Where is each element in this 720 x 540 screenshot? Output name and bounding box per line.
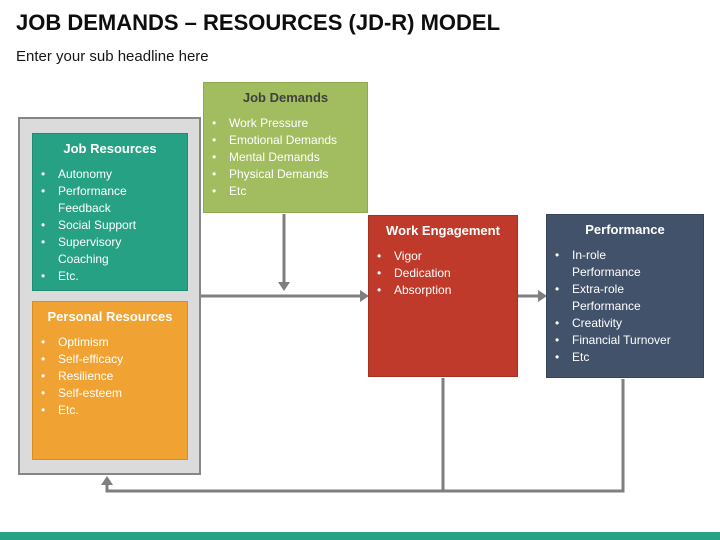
work-engagement-box: Work Engagement Vigor Dedication Absorpt… bbox=[368, 215, 518, 377]
job-resources-title: Job Resources bbox=[63, 141, 157, 156]
list-item: Vigor bbox=[369, 248, 509, 265]
list-item: Creativity bbox=[547, 315, 695, 332]
list-item: Etc. bbox=[33, 268, 179, 285]
list-item: In-role Performance bbox=[547, 247, 695, 281]
arrow-demands-down bbox=[278, 214, 290, 291]
list-item: Performance Feedback bbox=[33, 183, 179, 217]
list-item: Self-esteem bbox=[33, 385, 179, 402]
list-item: Etc. bbox=[33, 402, 179, 419]
list-item: Absorption bbox=[369, 282, 509, 299]
list-item: Resilience bbox=[33, 368, 179, 385]
work-engagement-title: Work Engagement bbox=[386, 223, 500, 238]
job-demands-title: Job Demands bbox=[242, 90, 329, 105]
list-item: Etc bbox=[547, 349, 695, 366]
page-subtitle: Enter your sub headline here bbox=[16, 48, 209, 65]
page-title: JOB DEMANDS – RESOURCES (JD-R) MODEL bbox=[16, 10, 501, 35]
list-item: Supervisory Coaching bbox=[33, 234, 179, 268]
personal-resources-box: Personal Resources Optimism Self-efficac… bbox=[32, 301, 188, 460]
list-item: Dedication bbox=[369, 265, 509, 282]
list-item: Financial Turnover bbox=[547, 332, 695, 349]
job-demands-list: Work Pressure Emotional Demands Mental D… bbox=[204, 115, 367, 200]
list-item: Emotional Demands bbox=[204, 132, 359, 149]
list-item: Social Support bbox=[33, 217, 179, 234]
job-resources-box: Job Resources Autonomy Performance Feedb… bbox=[32, 133, 188, 291]
footer-accent-bar bbox=[0, 532, 720, 540]
list-item: Extra-role Performance bbox=[547, 281, 695, 315]
list-item: Mental Demands bbox=[204, 149, 359, 166]
list-item: Etc bbox=[204, 183, 359, 200]
job-resources-list: Autonomy Performance Feedback Social Sup… bbox=[33, 166, 187, 285]
work-engagement-list: Vigor Dedication Absorption bbox=[369, 248, 517, 299]
list-item: Self-efficacy bbox=[33, 351, 179, 368]
list-item: Autonomy bbox=[33, 166, 179, 183]
list-item: Physical Demands bbox=[204, 166, 359, 183]
performance-list: In-role Performance Extra-role Performan… bbox=[547, 247, 703, 366]
list-item: Optimism bbox=[33, 334, 179, 351]
personal-resources-list: Optimism Self-efficacy Resilience Self-e… bbox=[33, 334, 187, 419]
arrow-resources-to-engagement bbox=[201, 290, 369, 302]
job-demands-box: Job Demands Work Pressure Emotional Dema… bbox=[203, 82, 368, 213]
performance-title: Performance bbox=[585, 222, 665, 237]
performance-box: Performance In-role Performance Extra-ro… bbox=[546, 214, 704, 378]
personal-resources-title: Personal Resources bbox=[47, 309, 173, 324]
list-item: Work Pressure bbox=[204, 115, 359, 132]
arrow-engagement-to-performance bbox=[518, 290, 547, 302]
